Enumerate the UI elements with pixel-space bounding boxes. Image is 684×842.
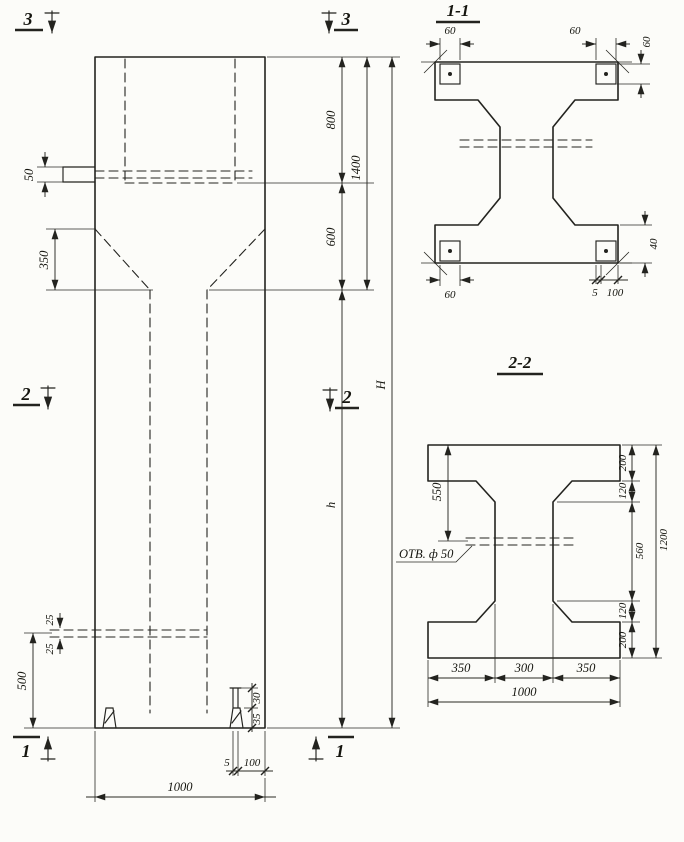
section-2-2-hole-hidden bbox=[465, 537, 575, 546]
dim-500: 500 bbox=[15, 671, 29, 691]
hole-callout: ОТВ. ф 50 bbox=[396, 545, 473, 563]
dim-5: 5 bbox=[224, 757, 230, 769]
dim-200-bottom: 200 bbox=[617, 631, 629, 648]
dim-60-top-right-vertical: 60 bbox=[641, 36, 653, 48]
dim-60-top-right: 60 bbox=[570, 25, 582, 37]
dim-30: 30 bbox=[251, 692, 263, 705]
dim-1200: 1200 bbox=[658, 529, 670, 552]
elevation-view bbox=[49, 56, 266, 729]
dim-50: 50 bbox=[22, 168, 36, 181]
section-2-2-outline bbox=[427, 444, 621, 659]
section-2-2: 2-2 ОТВ. ф 50 550 200 120 560 120 200 12… bbox=[396, 353, 670, 707]
hole-label: ОТВ. ф 50 bbox=[399, 547, 454, 561]
dim-1000: 1000 bbox=[168, 780, 194, 794]
elevation-dimensions-bottom: 30 35 5 100 1000 bbox=[86, 683, 276, 802]
section-mark-3-right-label: 3 bbox=[341, 9, 351, 29]
dim-350-right: 350 bbox=[576, 661, 597, 675]
web-taper-hidden-lines bbox=[94, 228, 266, 714]
hole-leader-line bbox=[396, 545, 473, 563]
embed-plate-top-left bbox=[439, 63, 461, 85]
section-mark-3-right: 3 bbox=[321, 9, 358, 34]
section-mark-1-right-label: 1 bbox=[336, 741, 345, 761]
dim-100-plate: 100 bbox=[607, 287, 624, 299]
dim-25-lower: 25 bbox=[44, 643, 56, 655]
dim-35: 35 bbox=[251, 713, 263, 726]
column-outline bbox=[94, 56, 266, 729]
section-marks: 3 3 2 2 1 bbox=[13, 9, 359, 762]
dim-5-plate: 5 bbox=[592, 287, 598, 299]
dim-350-left: 350 bbox=[451, 661, 472, 675]
dim-560: 560 bbox=[634, 542, 646, 559]
dim-120-top: 120 bbox=[617, 482, 629, 499]
dim-200-top: 200 bbox=[617, 454, 629, 471]
dim-1000-section: 1000 bbox=[512, 685, 538, 699]
dim-h-shaft: h bbox=[324, 502, 338, 508]
dim-H-total: H bbox=[374, 380, 388, 391]
base-anchor-right bbox=[229, 687, 244, 729]
dim-600: 600 bbox=[324, 227, 338, 247]
embed-hidden-lines bbox=[94, 170, 253, 179]
section-mark-2-left-label: 2 bbox=[21, 384, 31, 404]
embed-plate-bottom-right bbox=[595, 240, 617, 262]
dim-1400: 1400 bbox=[349, 155, 363, 181]
embed-plate-bottom-left bbox=[439, 240, 461, 262]
elevation-dimensions-left: 50 350 25 25 500 bbox=[15, 152, 153, 729]
section-1-1-title: 1-1 bbox=[447, 1, 470, 20]
section-1-1-hole-hidden bbox=[459, 139, 593, 148]
section-1-1: 1-1 60 60 60 60 5 bbox=[421, 1, 660, 301]
section-mark-2-right: 2 bbox=[322, 387, 359, 412]
section-mark-1-right: 1 bbox=[308, 735, 354, 762]
section-2-2-title: 2-2 bbox=[508, 353, 532, 372]
section-mark-1-left-label: 1 bbox=[22, 741, 31, 761]
dim-350: 350 bbox=[37, 250, 51, 271]
dim-60-bottom-left: 60 bbox=[445, 289, 457, 301]
hole-hidden-lines bbox=[49, 629, 208, 638]
corner-marks bbox=[421, 49, 632, 276]
dim-800: 800 bbox=[324, 110, 338, 130]
dim-100: 100 bbox=[244, 757, 261, 769]
dim-40: 40 bbox=[648, 238, 660, 250]
section-mark-1-left: 1 bbox=[13, 735, 56, 762]
section-mark-3-left: 3 bbox=[15, 9, 60, 34]
elevation-dimensions-right: 800 600 h 1400 H bbox=[209, 56, 400, 729]
dim-550: 550 bbox=[430, 482, 444, 502]
base-anchor-left bbox=[102, 707, 117, 729]
dim-300: 300 bbox=[514, 661, 535, 675]
section-1-1-outline bbox=[434, 61, 619, 264]
dim-120-bottom: 120 bbox=[617, 602, 629, 619]
dim-60-top-left: 60 bbox=[445, 25, 457, 37]
section-mark-2-left: 2 bbox=[13, 384, 56, 410]
embed-plate-top-right bbox=[595, 63, 617, 85]
dim-25-upper: 25 bbox=[44, 614, 56, 626]
embed-plate-left bbox=[62, 166, 96, 183]
section-mark-3-left-label: 3 bbox=[23, 9, 33, 29]
column-top-recess-hidden bbox=[124, 58, 236, 184]
section-mark-2-right-label: 2 bbox=[342, 387, 352, 407]
